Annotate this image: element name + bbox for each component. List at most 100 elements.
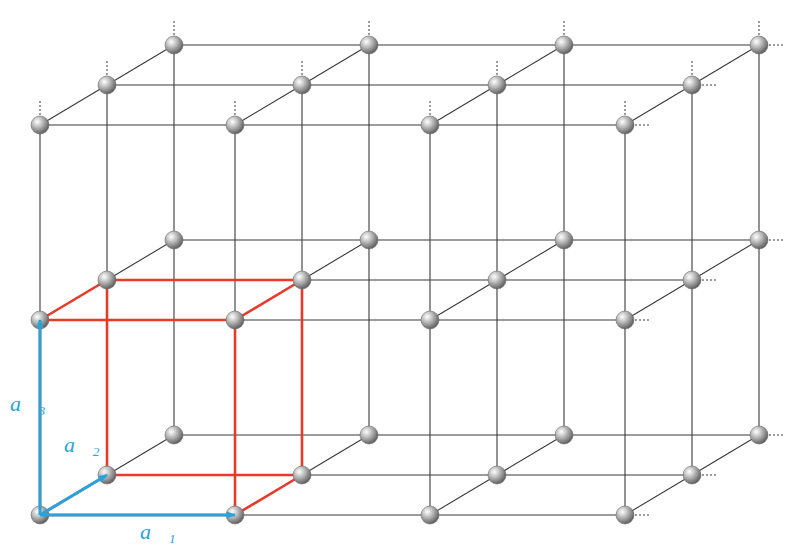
lattice-line [107, 45, 174, 85]
lattice-line [40, 319, 235, 320]
lattice-continuation [769, 45, 785, 46]
lattice-line [624, 320, 625, 515]
lattice-line [430, 124, 625, 125]
lattice-continuation [702, 475, 718, 476]
unit-cell-edge [301, 280, 304, 475]
lattice-line [691, 280, 692, 475]
vector-label: a⃗₁ [140, 521, 176, 543]
lattice-line [173, 240, 174, 435]
lattice-atom [421, 311, 439, 329]
lattice-line [691, 85, 692, 280]
lattice-line [39, 320, 40, 515]
vector-label: a⃗₃ [10, 393, 46, 415]
lattice-atom [555, 36, 573, 54]
lattice-continuation [702, 85, 718, 86]
lattice-atom [31, 116, 49, 134]
lattice-line [429, 125, 430, 320]
unit-cell-edge [235, 280, 302, 320]
lattice-atom [488, 466, 506, 484]
lattice-line [692, 240, 759, 280]
lattice-line [107, 84, 302, 85]
lattice-line [235, 475, 302, 515]
lattice-atom [683, 271, 701, 289]
lattice-line [625, 475, 692, 515]
lattice-atom [750, 231, 768, 249]
lattice-line [235, 280, 302, 320]
lattice-line [302, 240, 369, 280]
lattice-line [369, 239, 564, 240]
lattice-line [301, 85, 302, 280]
lattice-atom [616, 506, 634, 524]
vector-label: a⃗₂ [64, 434, 100, 456]
lattice-atom [226, 116, 244, 134]
lattice-line [107, 240, 174, 280]
lattice-atom [360, 426, 378, 444]
basis-vector [40, 514, 235, 517]
unit-cell-edge [106, 280, 109, 475]
unit-cell-edge [40, 514, 235, 517]
lattice-atom [750, 36, 768, 54]
lattice-continuation [769, 240, 785, 241]
lattice-continuation [40, 101, 41, 115]
lattice-atom [360, 36, 378, 54]
lattice-atom [360, 231, 378, 249]
lattice-continuation [369, 21, 370, 35]
lattice-line [497, 84, 692, 85]
lattice-continuation [635, 125, 651, 126]
lattice-lines [40, 21, 785, 515]
unit-cell-edge [40, 319, 235, 322]
lattice-atom [165, 426, 183, 444]
lattice-atom [293, 76, 311, 94]
lattice-continuation [235, 101, 236, 115]
lattice-atom [421, 506, 439, 524]
lattice-atom [98, 76, 116, 94]
lattice-line [40, 475, 107, 515]
lattice-atom [165, 231, 183, 249]
lattice-atom [683, 466, 701, 484]
lattice-line [497, 474, 692, 475]
lattice-atom [165, 36, 183, 54]
lattice-line [758, 45, 759, 240]
unit-cell-edge [107, 474, 302, 477]
lattice-line [625, 280, 692, 320]
lattice-line [430, 319, 625, 320]
lattice-atom [616, 311, 634, 329]
lattice-line [369, 44, 564, 45]
unit-cell-edge [234, 320, 237, 515]
lattice-atom [683, 76, 701, 94]
lattice-line [430, 514, 625, 515]
lattice-line [563, 240, 564, 435]
lattice-line [235, 124, 430, 125]
lattice-atom [421, 116, 439, 134]
lattice-line [107, 279, 302, 280]
lattice-atom [616, 116, 634, 134]
basis-vector [40, 475, 107, 515]
lattice-line [430, 85, 497, 125]
lattice-line [564, 434, 759, 435]
lattice-line [301, 280, 302, 475]
lattice-atom [488, 76, 506, 94]
lattice-line [107, 474, 302, 475]
lattice-atom [98, 271, 116, 289]
lattice-atom [750, 426, 768, 444]
lattice-line [40, 280, 107, 320]
lattice-line [692, 435, 759, 475]
lattice-continuation [769, 435, 785, 436]
lattice-continuation [497, 61, 498, 75]
lattice-line [173, 45, 174, 240]
unit-cell-edge [235, 475, 302, 515]
lattice-atom [488, 271, 506, 289]
lattice-line [106, 85, 107, 280]
lattice-continuation [635, 320, 651, 321]
lattice-line [497, 45, 564, 85]
lattice-line [174, 434, 369, 435]
lattice-line [302, 279, 497, 280]
lattice-line [497, 240, 564, 280]
lattice-line [430, 280, 497, 320]
lattice-line [430, 475, 497, 515]
lattice-line [106, 280, 107, 475]
lattice-line [564, 44, 759, 45]
lattice-continuation [759, 21, 760, 35]
